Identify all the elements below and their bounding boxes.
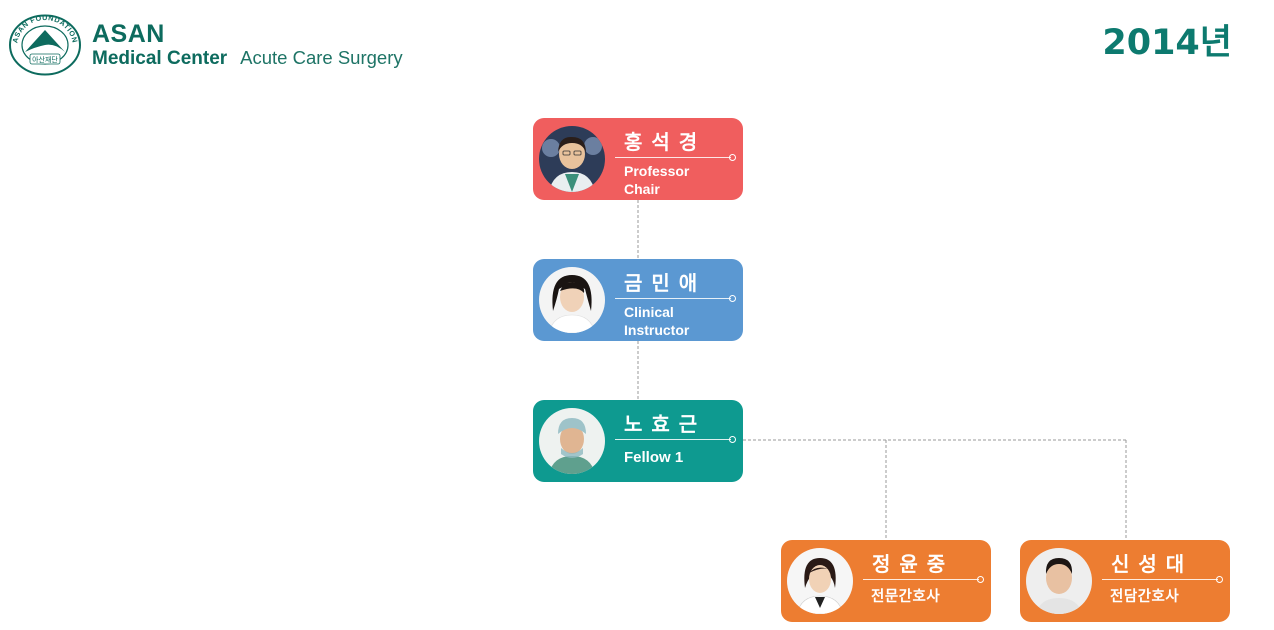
logo-inner-text: 아산재단 — [32, 55, 58, 64]
brand-name: ASAN — [92, 20, 165, 48]
person-title: Fellow 1 — [624, 449, 684, 466]
person-name: 홍석경 — [624, 130, 707, 154]
person-photo — [539, 126, 605, 192]
person-name: 정윤중 — [872, 552, 955, 576]
year-label: 2014년 — [1102, 23, 1232, 63]
org-node-fellow: 노효근 Fellow 1 — [533, 400, 743, 482]
name-underline — [615, 298, 731, 299]
person-name: 금민애 — [624, 271, 707, 295]
title-line: Clinical — [624, 304, 674, 320]
name-underline — [615, 157, 731, 158]
org-node-dedicated-nurse: 신성대 전담간호사 — [1020, 540, 1230, 622]
person-title: 전담간호사 — [1110, 589, 1180, 605]
brand-block: ASAN Medical Center Acute Care Surgery — [92, 22, 403, 70]
person-photo — [787, 548, 853, 614]
name-underline — [615, 439, 731, 440]
underline-dot — [1216, 576, 1223, 583]
underline-dot — [729, 436, 736, 443]
org-node-professor-chair: 홍석경 Professor Chair — [533, 118, 743, 200]
person-photo — [539, 408, 605, 474]
person-name: 신성대 — [1111, 552, 1194, 576]
underline-dot — [729, 154, 736, 161]
brand-subtitle: Medical Center — [92, 48, 228, 69]
underline-dot — [977, 576, 984, 583]
name-underline — [1102, 579, 1218, 580]
name-underline — [863, 579, 979, 580]
asan-foundation-logo: ASAN FOUNDATION 아산재단 — [9, 14, 81, 76]
department-name: Acute Care Surgery — [240, 47, 403, 68]
title-line: Chair — [624, 181, 660, 197]
title-line: Professor — [624, 163, 690, 179]
person-photo — [1026, 548, 1092, 614]
org-node-clinical-instructor: 금민애 Clinical Instructor — [533, 259, 743, 341]
person-title: 전문간호사 — [871, 589, 941, 605]
org-node-nurse-practitioner: 정윤중 전문간호사 — [781, 540, 991, 622]
person-photo — [539, 267, 605, 333]
person-title: Professor Chair — [624, 162, 689, 198]
person-name: 노효근 — [624, 412, 707, 436]
underline-dot — [729, 295, 736, 302]
title-line: Instructor — [624, 322, 690, 338]
person-title: Clinical Instructor — [624, 303, 689, 339]
